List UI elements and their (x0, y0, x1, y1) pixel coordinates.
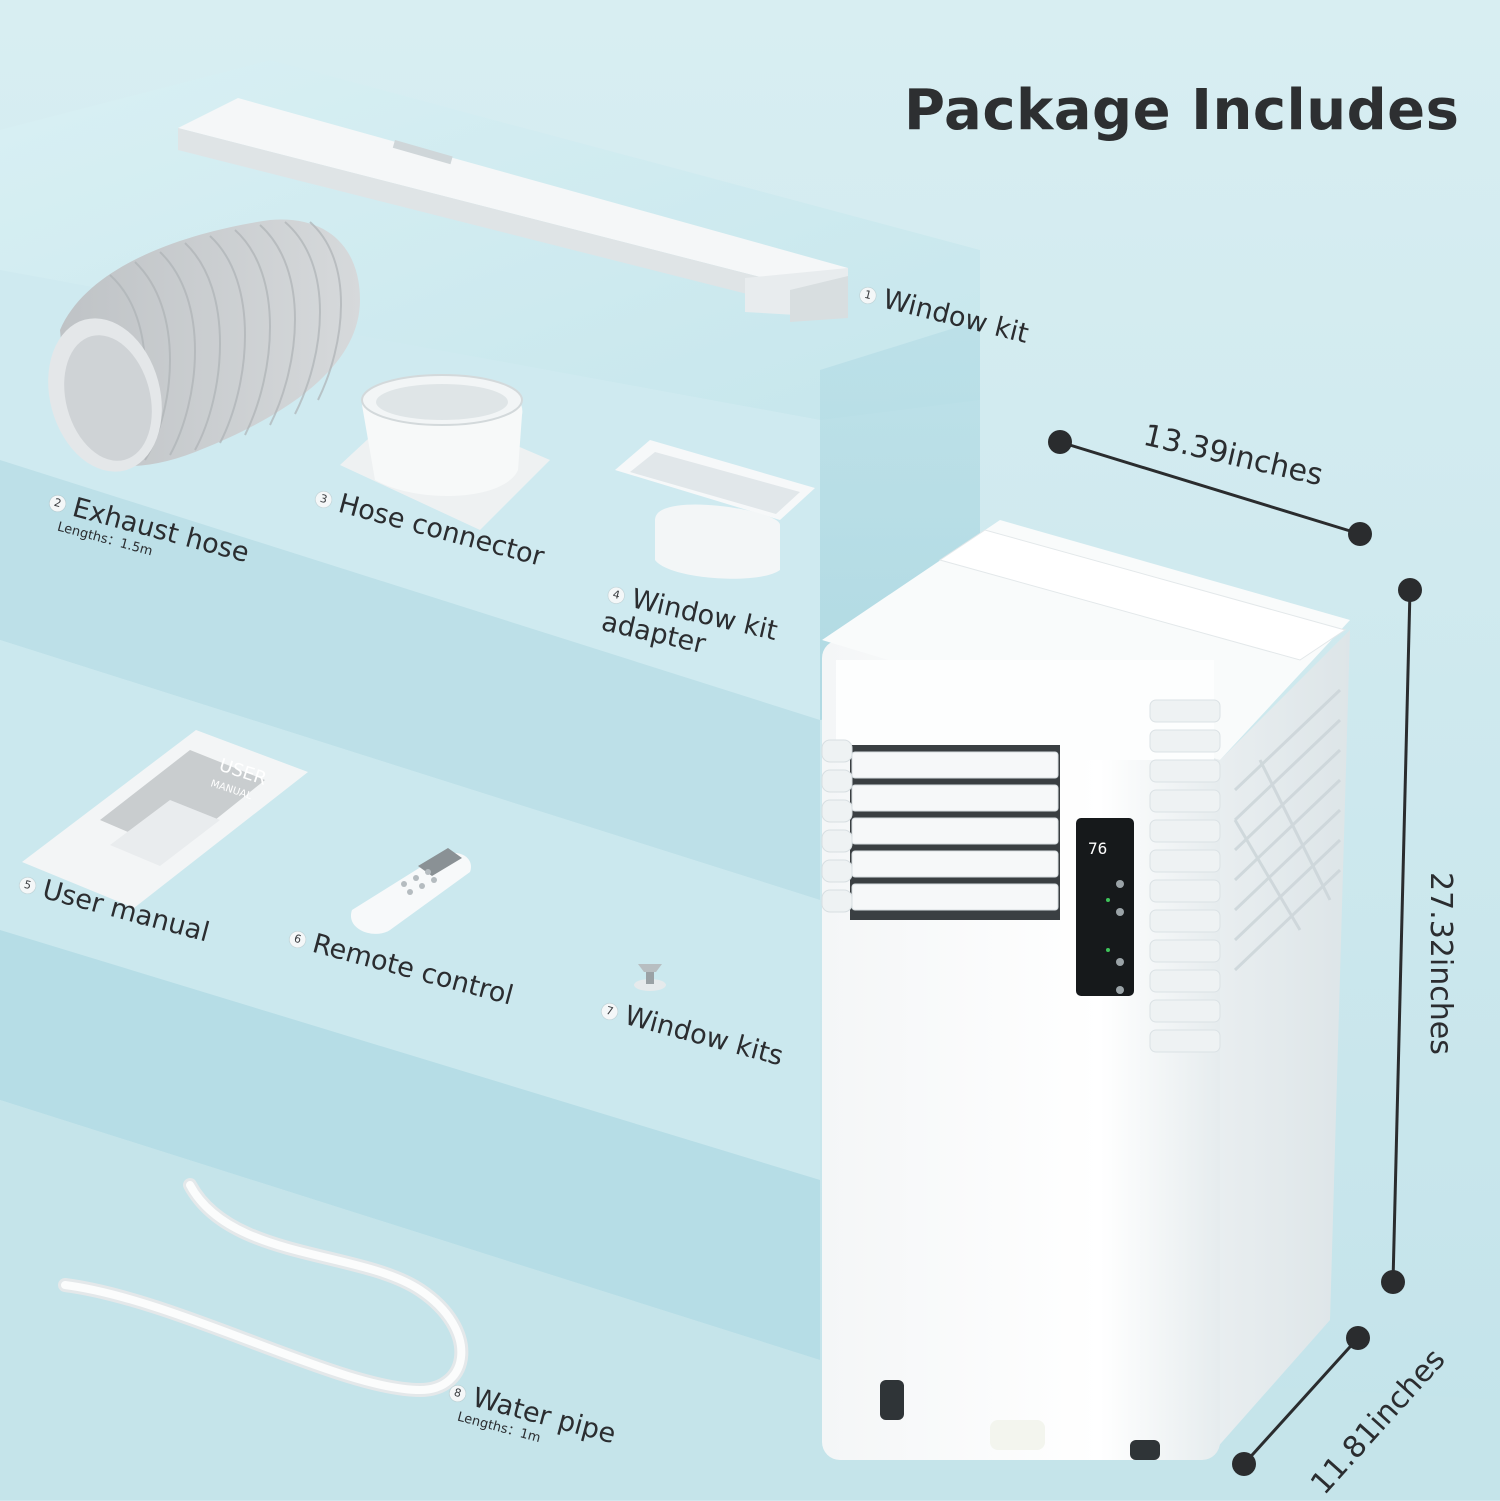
depth-dimension-line (1232, 1326, 1370, 1476)
air-conditioner-image: 76 (821, 520, 1350, 1460)
display-readout: 76 (1088, 839, 1107, 858)
window-kit-adapter-image (615, 440, 815, 579)
item-number: 6 (287, 929, 308, 949)
height-dimension-label: 27.32inches (1423, 872, 1458, 1055)
exhaust-hose-image (48, 219, 360, 472)
item-number: 3 (313, 489, 334, 509)
item-number: 4 (606, 585, 626, 605)
width-dimension-line (1048, 430, 1372, 546)
item-number: 7 (599, 1001, 620, 1021)
item-number: 5 (17, 875, 38, 895)
step-face-2 (0, 460, 820, 900)
water-pipe-image (58, 1178, 469, 1398)
page-title: Package Includes (904, 78, 1460, 143)
window-kit-image (178, 98, 848, 322)
item-number: 2 (47, 493, 68, 513)
height-dimension-line (1381, 578, 1422, 1294)
item-number: 1 (858, 285, 878, 305)
item-number: 8 (447, 1383, 468, 1403)
user-manual-image: USER MANUAL (22, 730, 308, 908)
window-kits-screw-image (634, 964, 666, 991)
hose-connector-image (340, 374, 550, 530)
remote-control-image (350, 848, 471, 934)
step-face-3 (0, 930, 820, 1360)
